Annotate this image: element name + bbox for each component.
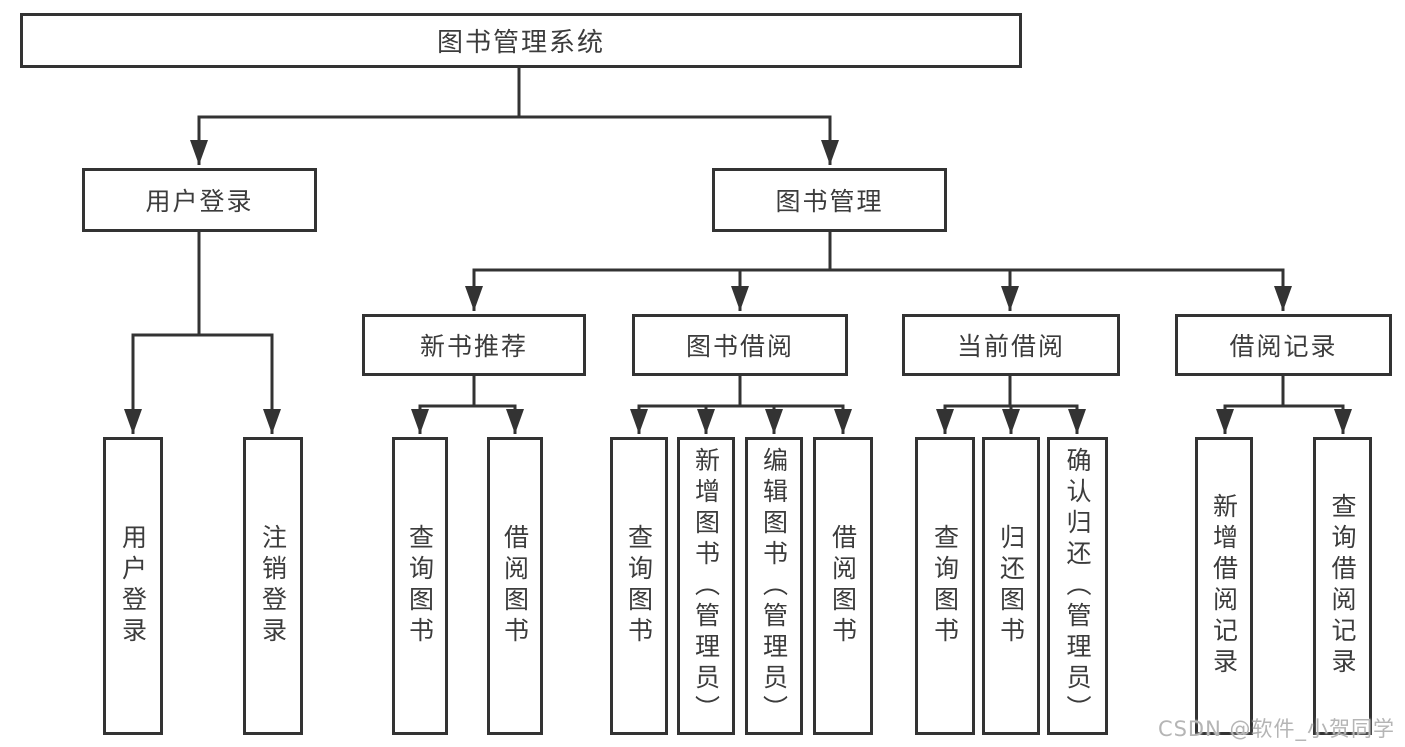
- connector-root-to-level2: [190, 68, 839, 165]
- node-label: 图书管理: [775, 187, 884, 216]
- node-label: 归还图书: [996, 524, 1026, 648]
- node-leaf-user-login: 用户登录: [103, 437, 163, 735]
- node-leaf-logout: 注销登录: [243, 437, 303, 735]
- node-label: 查询图书: [930, 524, 960, 648]
- node-label: 新增图书（管理员）: [691, 446, 721, 726]
- node-new-book-recommendation: 新书推荐: [362, 314, 586, 376]
- node-user-login: 用户登录: [82, 168, 317, 232]
- node-leaf-borrow-book-bb: 借阅图书: [813, 437, 873, 735]
- node-leaf-add-book-admin: 新增图书（管理员）: [677, 437, 735, 735]
- node-book-management: 图书管理: [712, 168, 947, 232]
- node-label: 新书推荐: [419, 332, 528, 361]
- node-label: 当前借阅: [956, 332, 1065, 361]
- node-label: 用户登录: [145, 187, 254, 216]
- node-current-borrowing: 当前借阅: [902, 314, 1120, 376]
- node-leaf-query-book-bb: 查询图书: [610, 437, 668, 735]
- node-leaf-add-borrow-record: 新增借阅记录: [1195, 437, 1253, 735]
- node-label: 图书借阅: [685, 332, 794, 361]
- connector-book-mgmt-to-level3: [465, 232, 1292, 311]
- node-label: 注销登录: [258, 524, 288, 648]
- node-label: 借阅记录: [1229, 332, 1338, 361]
- node-leaf-borrow-book-rec: 借阅图书: [487, 437, 543, 735]
- node-root-library-system: 图书管理系统: [20, 13, 1022, 68]
- connector-new-book-rec-children: [411, 376, 524, 434]
- node-book-borrowing: 图书借阅: [632, 314, 848, 376]
- node-label: 查询图书: [405, 524, 435, 648]
- connector-borrow-record-children: [1216, 376, 1352, 434]
- node-leaf-edit-book-admin: 编辑图书（管理员）: [745, 437, 803, 735]
- node-label: 用户登录: [118, 524, 148, 648]
- node-label: 新增借阅记录: [1209, 493, 1239, 679]
- node-label: 确认归还（管理员）: [1063, 446, 1092, 726]
- node-label: 借阅图书: [500, 524, 530, 648]
- node-label: 查询图书: [624, 524, 654, 648]
- node-leaf-confirm-return-admin: 确认归还（管理员）: [1047, 437, 1108, 735]
- node-leaf-return-book: 归还图书: [982, 437, 1040, 735]
- connector-user-login-children: [124, 232, 281, 434]
- node-leaf-query-book-cb: 查询图书: [915, 437, 975, 735]
- node-label: 编辑图书（管理员）: [759, 446, 789, 726]
- connector-current-borrow-children: [936, 376, 1086, 434]
- node-borrowing-records: 借阅记录: [1175, 314, 1392, 376]
- node-label: 借阅图书: [828, 524, 858, 648]
- node-leaf-query-book-rec: 查询图书: [392, 437, 448, 735]
- csdn-watermark: CSDN @软件_小贺同学: [1157, 717, 1395, 741]
- node-label: 图书管理系统: [436, 28, 605, 58]
- connector-book-borrow-children: [630, 376, 852, 434]
- node-leaf-query-borrow-record: 查询借阅记录: [1313, 437, 1372, 735]
- node-label: 查询借阅记录: [1328, 493, 1357, 679]
